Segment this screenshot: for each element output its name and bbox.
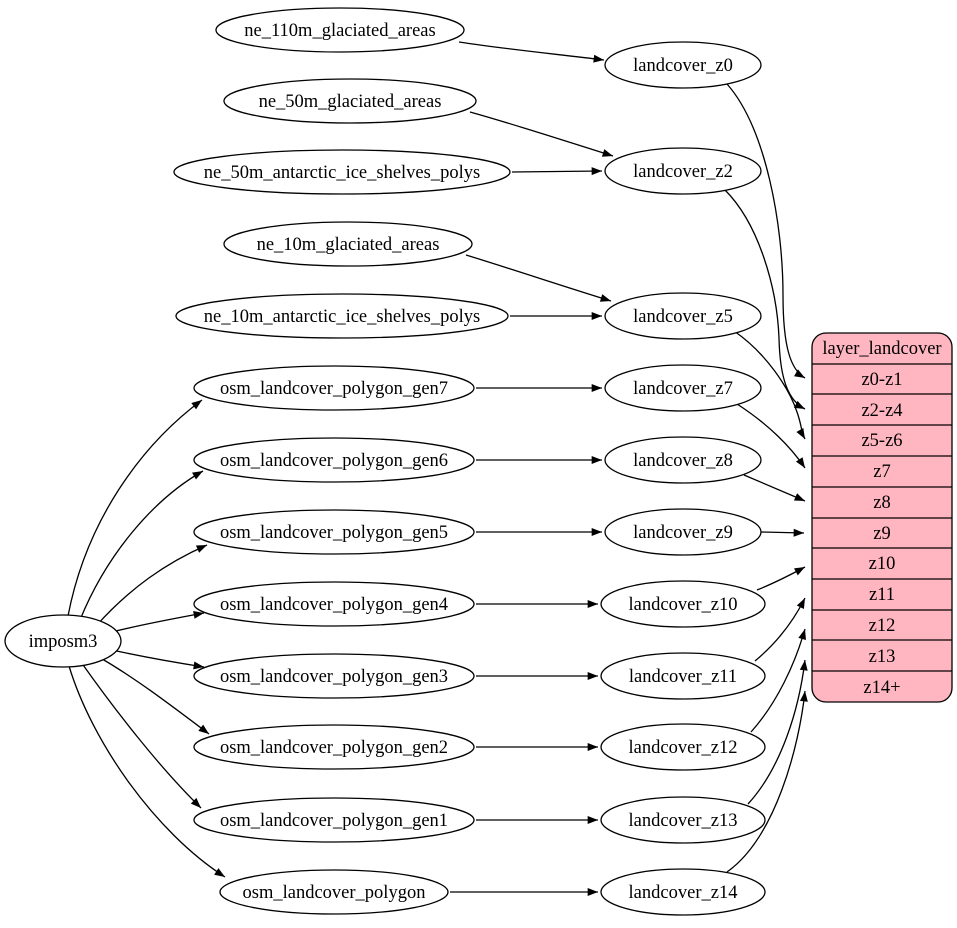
edge-imposm3-osm_landcover_polygon_gen3 bbox=[111, 649, 205, 670]
edge-landcover_z13-row-z13 bbox=[747, 659, 808, 805]
table-row-z13: z13 bbox=[869, 647, 896, 667]
node-label-osm_landcover_polygon: osm_landcover_polygon bbox=[243, 883, 426, 903]
edge-imposm3-osm_landcover_polygon_gen2 bbox=[96, 655, 210, 735]
node-landcover_z2: landcover_z2 bbox=[604, 147, 762, 195]
node-landcover_z14: landcover_z14 bbox=[600, 868, 766, 916]
node-label-landcover_z14: landcover_z14 bbox=[629, 883, 738, 903]
node-osm_landcover_polygon_gen4: osm_landcover_polygon_gen4 bbox=[193, 581, 475, 627]
node-landcover_z5: landcover_z5 bbox=[604, 292, 762, 340]
table-row-z10: z10 bbox=[869, 554, 896, 574]
node-osm_landcover_polygon_gen1: osm_landcover_polygon_gen1 bbox=[193, 797, 475, 843]
node-landcover_z9: landcover_z9 bbox=[604, 508, 762, 556]
edge-landcover_z11-row-z11 bbox=[754, 597, 806, 662]
node-ne_110m_glaciated_areas: ne_110m_glaciated_areas bbox=[215, 7, 465, 53]
node-label-landcover_z7: landcover_z7 bbox=[633, 379, 733, 399]
node-label-osm_landcover_polygon_gen5: osm_landcover_polygon_gen5 bbox=[220, 523, 448, 543]
table-title: layer_landcover bbox=[822, 339, 941, 359]
node-label-landcover_z0: landcover_z0 bbox=[633, 56, 733, 76]
node-imposm3: imposm3 bbox=[4, 614, 122, 668]
nodes: ne_110m_glaciated_areas ne_50m_glaciated… bbox=[4, 7, 766, 916]
node-osm_landcover_polygon_gen3: osm_landcover_polygon_gen3 bbox=[193, 653, 475, 699]
node-label-landcover_z12: landcover_z12 bbox=[629, 738, 738, 758]
node-label-landcover_z9: landcover_z9 bbox=[633, 523, 733, 543]
edge-imposm3-osm_landcover_polygon bbox=[68, 665, 226, 878]
node-landcover_z7: landcover_z7 bbox=[604, 364, 762, 412]
edge-imposm3-osm_landcover_polygon_gen1 bbox=[80, 661, 202, 809]
node-label-osm_landcover_polygon_gen1: osm_landcover_polygon_gen1 bbox=[220, 811, 448, 831]
node-label-landcover_z10: landcover_z10 bbox=[629, 595, 738, 615]
node-label-ne_10m_antarctic_ice_shelves_polys: ne_10m_antarctic_ice_shelves_polys bbox=[204, 307, 480, 327]
node-label-landcover_z5: landcover_z5 bbox=[633, 307, 733, 327]
node-landcover_z13: landcover_z13 bbox=[600, 796, 766, 844]
table-row-z7: z7 bbox=[873, 462, 890, 482]
edge-landcover_z12-row-z12 bbox=[750, 628, 806, 733]
edge-landcover_z2-row-z2-z4 bbox=[724, 189, 806, 410]
table-row-z11: z11 bbox=[869, 585, 895, 605]
edge-imposm3-osm_landcover_polygon_gen7 bbox=[67, 399, 203, 617]
node-label-osm_landcover_polygon_gen7: osm_landcover_polygon_gen7 bbox=[220, 379, 448, 399]
node-label-osm_landcover_polygon_gen6: osm_landcover_polygon_gen6 bbox=[220, 451, 448, 471]
node-osm_landcover_polygon_gen2: osm_landcover_polygon_gen2 bbox=[193, 724, 475, 770]
table-row-z8: z8 bbox=[873, 493, 890, 513]
edge-landcover_z14-row-z14p bbox=[726, 690, 808, 873]
table-row-z2-z4: z2-z4 bbox=[861, 401, 902, 421]
edge-imposm3-osm_landcover_polygon_gen6 bbox=[79, 470, 204, 621]
node-label-landcover_z13: landcover_z13 bbox=[629, 811, 738, 831]
table-row-z9: z9 bbox=[873, 524, 890, 544]
edge-ne_110m_glaciated_areas-landcover_z0 bbox=[458, 41, 605, 63]
edge-landcover_z8-row-z8 bbox=[743, 474, 806, 502]
node-label-osm_landcover_polygon_gen4: osm_landcover_polygon_gen4 bbox=[220, 595, 448, 615]
edge-landcover_z0-row-z0-z1 bbox=[726, 83, 806, 379]
node-landcover_z11: landcover_z11 bbox=[600, 652, 766, 700]
edge-landcover_z10-row-z10 bbox=[756, 566, 806, 591]
node-landcover_z10: landcover_z10 bbox=[600, 580, 766, 628]
edges bbox=[67, 41, 808, 896]
node-ne_50m_antarctic_ice_shelves_polys: ne_50m_antarctic_ice_shelves_polys bbox=[173, 149, 511, 195]
edge-ne_50m_glaciated_areas-landcover_z2 bbox=[469, 111, 614, 157]
node-ne_50m_glaciated_areas: ne_50m_glaciated_areas bbox=[223, 78, 477, 124]
edge-imposm3-osm_landcover_polygon_gen4 bbox=[111, 611, 205, 633]
table-row-z5-z6: z5-z6 bbox=[861, 431, 902, 451]
node-landcover_z8: landcover_z8 bbox=[604, 436, 762, 484]
node-osm_landcover_polygon_gen5: osm_landcover_polygon_gen5 bbox=[193, 509, 475, 555]
edge-landcover_z7-row-z7 bbox=[736, 403, 806, 469]
node-label-ne_10m_glaciated_areas: ne_10m_glaciated_areas bbox=[257, 235, 440, 255]
edge-ne_10m_glaciated_areas-landcover_z5 bbox=[465, 254, 612, 302]
edge-landcover_z5-row-z5-z6 bbox=[733, 330, 806, 440]
table-row-z0-z1: z0-z1 bbox=[861, 370, 902, 390]
node-label-osm_landcover_polygon_gen3: osm_landcover_polygon_gen3 bbox=[220, 667, 448, 687]
table-row-z12: z12 bbox=[869, 616, 896, 636]
node-label-imposm3: imposm3 bbox=[29, 632, 98, 652]
node-landcover_z12: landcover_z12 bbox=[600, 723, 766, 771]
table-layer_landcover: layer_landcover z0-z1 z2-z4 z5-z6 z7 z8 … bbox=[811, 332, 953, 703]
node-ne_10m_antarctic_ice_shelves_polys: ne_10m_antarctic_ice_shelves_polys bbox=[175, 293, 509, 339]
edge-landcover_z9-row-z9 bbox=[760, 528, 805, 537]
node-label-ne_110m_glaciated_areas: ne_110m_glaciated_areas bbox=[244, 21, 435, 41]
node-label-ne_50m_antarctic_ice_shelves_polys: ne_50m_antarctic_ice_shelves_polys bbox=[204, 163, 480, 183]
edge-ne_50m_antarctic_ice_shelves_polys-landcover_z2 bbox=[511, 167, 603, 176]
node-label-ne_50m_glaciated_areas: ne_50m_glaciated_areas bbox=[259, 92, 442, 112]
table-row-z14p: z14+ bbox=[863, 678, 900, 698]
node-label-landcover_z11: landcover_z11 bbox=[629, 667, 737, 687]
node-label-landcover_z8: landcover_z8 bbox=[633, 451, 733, 471]
node-osm_landcover_polygon_gen6: osm_landcover_polygon_gen6 bbox=[193, 437, 475, 483]
edge-imposm3-osm_landcover_polygon_gen5 bbox=[95, 544, 208, 627]
node-osm_landcover_polygon: osm_landcover_polygon bbox=[219, 869, 449, 915]
node-ne_10m_glaciated_areas: ne_10m_glaciated_areas bbox=[223, 221, 473, 267]
node-osm_landcover_polygon_gen7: osm_landcover_polygon_gen7 bbox=[193, 365, 475, 411]
node-landcover_z0: landcover_z0 bbox=[604, 41, 762, 89]
node-label-osm_landcover_polygon_gen2: osm_landcover_polygon_gen2 bbox=[220, 738, 448, 758]
node-label-landcover_z2: landcover_z2 bbox=[633, 162, 733, 182]
